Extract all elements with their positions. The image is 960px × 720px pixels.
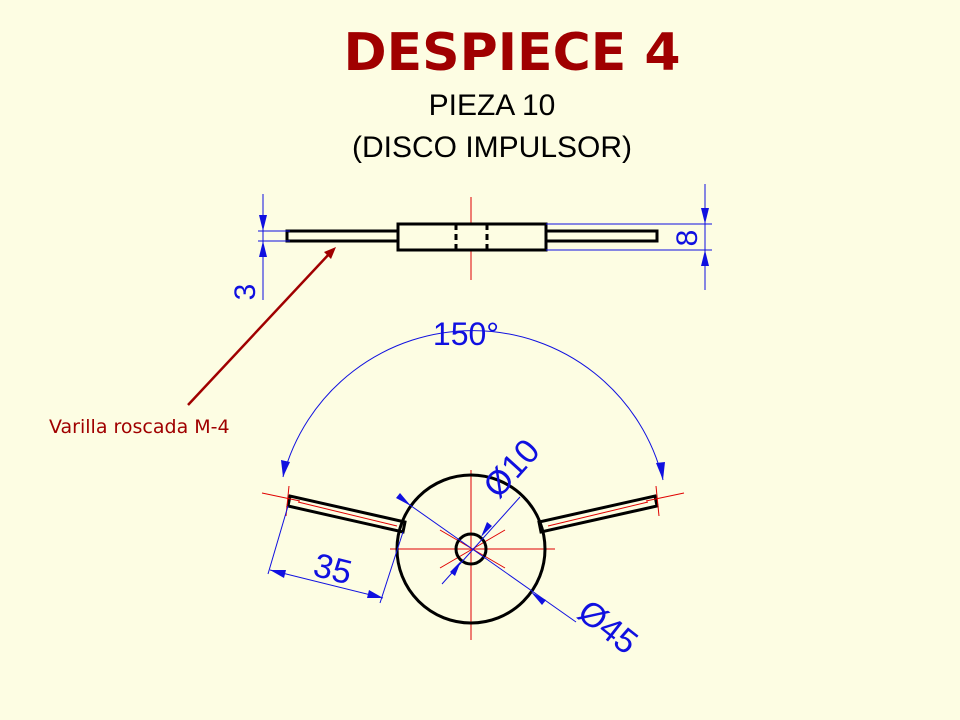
center-hole (454, 532, 488, 566)
callout-label: Varilla roscada M-4 (49, 416, 230, 438)
piece-number: PIEZA 10 (429, 89, 556, 122)
disc-diameter-label: Ø45 (571, 593, 645, 663)
dimension-thickness: 8 (546, 184, 712, 290)
drawing-title: DESPIECE 4 (343, 23, 680, 83)
length-label: 35 (310, 546, 356, 592)
top-view: 150° Ø10 Ø45 35 (261, 316, 685, 663)
piece-name: (DISCO IMPULSOR) (352, 131, 632, 164)
right-rod (537, 485, 685, 534)
hole-diameter-label: Ø10 (476, 432, 547, 505)
rod-label: 3 (229, 284, 262, 301)
dimension-length: 35 (267, 505, 404, 604)
dimension-angle: 150° (281, 316, 665, 481)
side-view: 8 3 (187, 184, 712, 406)
angle-label: 150° (433, 316, 499, 352)
side-hub (396, 222, 548, 252)
thickness-label: 8 (671, 230, 704, 247)
callout-leader (187, 247, 336, 406)
left-rod (261, 485, 407, 534)
dimension-rod: 3 (229, 194, 290, 300)
